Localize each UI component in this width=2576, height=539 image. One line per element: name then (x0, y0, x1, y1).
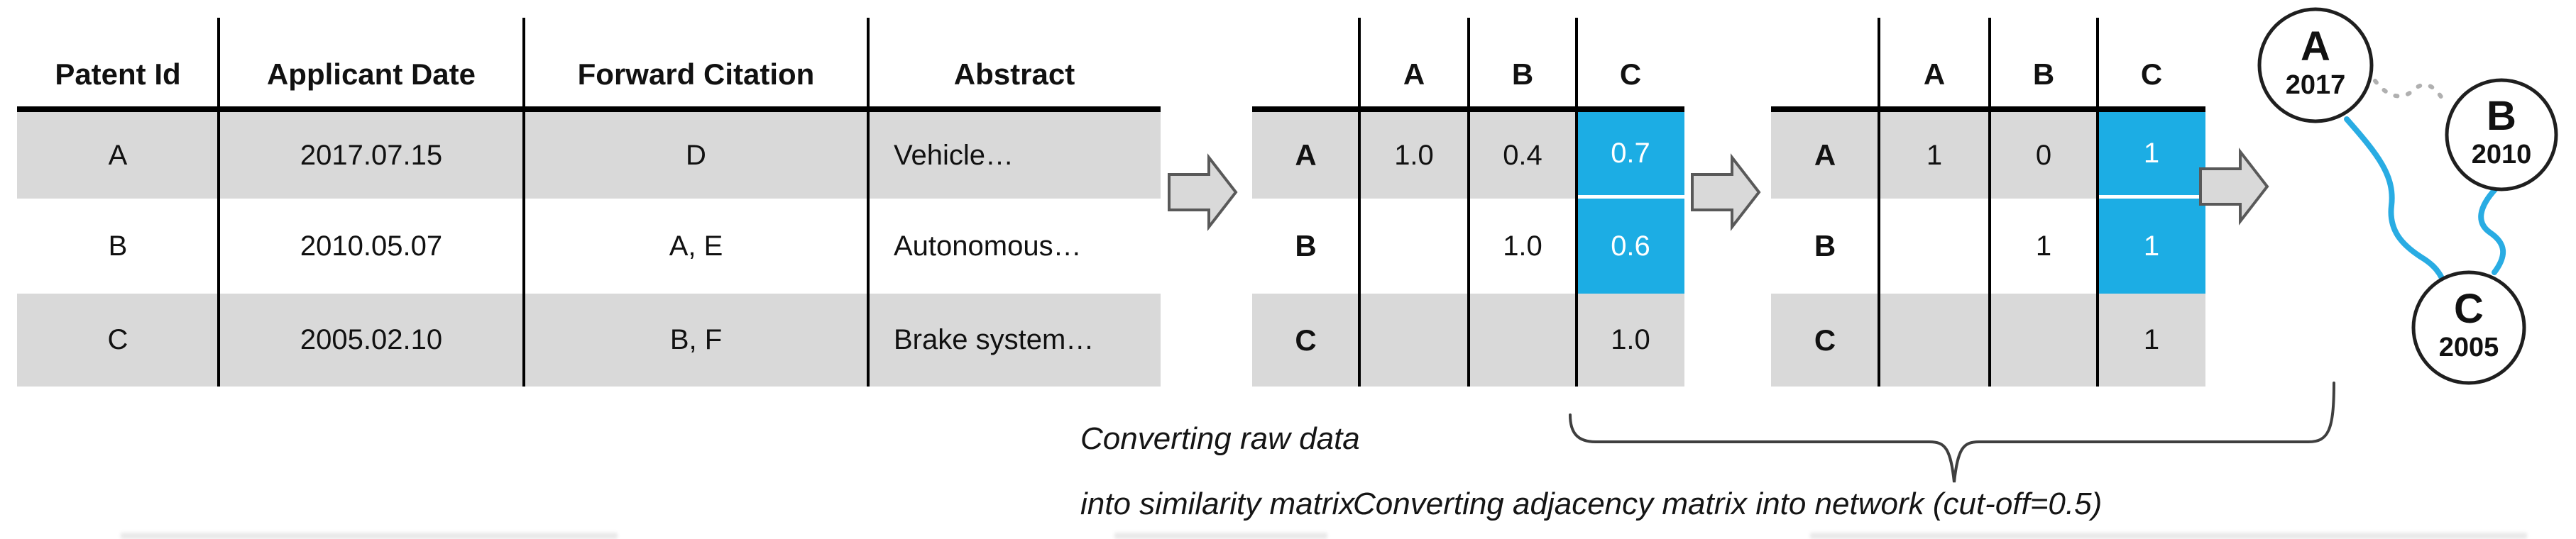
arrow-right-icon (1691, 153, 1761, 231)
node-label: A (2301, 23, 2330, 70)
column-header-patent-id: Patent Id (55, 57, 181, 91)
matrix-cell: 1.0 (1503, 230, 1542, 262)
column-divider (217, 18, 220, 387)
matrix-cell-highlighted: 1 (2098, 199, 2205, 294)
caption-network: Converting adjacency matrix into network… (1353, 487, 2103, 521)
matrix-col-header-b: B (2032, 57, 2055, 91)
matrix-cell-highlighted: 0.7 (1577, 112, 1684, 199)
node-label: C (2454, 286, 2484, 332)
arrow-right-icon (2199, 148, 2269, 226)
column-header-abstract: Abstract (953, 57, 1075, 91)
matrix-col-header-a: A (1923, 57, 1946, 91)
matrix-cell: 0 (1990, 112, 2098, 199)
column-divider (1988, 18, 1991, 387)
matrix-cell (1359, 199, 1469, 294)
matrix-corner-cell (1771, 43, 1879, 106)
matrix-col-header-b: B (1511, 57, 1534, 91)
raw-data-table: Patent Id Applicant Date Forward Citatio… (17, 18, 1161, 387)
matrix-col-header-c: C (1619, 57, 1642, 91)
cell-forward-citation: A, E (669, 230, 723, 262)
matrix-cell-highlighted: 1 (2098, 112, 2205, 199)
cropped-text-artifact (1114, 533, 1327, 539)
matrix-cell: 0.4 (1469, 112, 1577, 199)
cell-applicant-date: 2005.02.10 (219, 294, 524, 387)
cell-patent-id: B (108, 230, 128, 262)
matrix-cell (1879, 294, 1990, 387)
column-divider (1358, 18, 1361, 387)
similarity-matrix: A B C A 1.0 0.4 0.7 B 1.0 0.6 C 1.0 (1252, 18, 1684, 387)
adjacency-matrix: A B C A 1 0 1 B 1 1 C 1 (1771, 18, 2205, 387)
matrix-row-label: B (1814, 229, 1836, 262)
network-node-c: C 2005 (2411, 270, 2526, 385)
header-divider (17, 106, 1161, 112)
cell-abstract: Vehicle… (868, 112, 1161, 199)
matrix-cell: 1 (2098, 294, 2205, 387)
caption-similarity-line1: Converting raw data (1080, 421, 1360, 456)
node-year: 2017 (2286, 70, 2346, 100)
cell-patent-id: C (17, 294, 219, 387)
cropped-text-artifact (1810, 533, 2527, 539)
matrix-cell: 1.0 (1577, 294, 1684, 387)
node-label: B (2487, 93, 2516, 139)
matrix-row-label: C (1771, 294, 1879, 387)
matrix-corner-cell (1252, 43, 1359, 106)
cropped-text-artifact (121, 533, 618, 539)
column-header-applicant-date: Applicant Date (266, 57, 476, 91)
matrix-row-label: A (1252, 112, 1359, 199)
cell-patent-id: A (17, 112, 219, 199)
network-node-a: A 2017 (2257, 7, 2374, 123)
column-divider (1467, 18, 1470, 387)
matrix-cell (1469, 294, 1577, 387)
matrix-row-label: B (1295, 229, 1317, 262)
column-divider (1575, 18, 1578, 387)
edge-b-c (2478, 186, 2506, 275)
node-year: 2010 (2472, 140, 2532, 170)
arrow-right-icon (1168, 153, 1238, 231)
column-header-forward-citation: Forward Citation (577, 57, 815, 91)
cell-applicant-date: 2017.07.15 (219, 112, 524, 199)
column-divider (1878, 18, 1880, 387)
citation-network: A 2017 B 2010 C 2005 (2257, 7, 2558, 385)
network-node-b: B 2010 (2445, 78, 2558, 191)
matrix-cell: 1 (2035, 230, 2052, 262)
column-divider (2096, 18, 2099, 387)
cell-forward-citation: D (524, 112, 868, 199)
matrix-row-label: C (1252, 294, 1359, 387)
caption-similarity-line2: into similarity matrix (1080, 487, 1355, 521)
matrix-col-header-c: C (2140, 57, 2163, 91)
curly-brace (1569, 382, 2335, 483)
edge-a-c (2344, 116, 2445, 281)
matrix-cell: 1 (1879, 112, 1990, 199)
matrix-cell-highlighted: 0.6 (1577, 199, 1684, 294)
matrix-cell (1990, 294, 2098, 387)
matrix-row-label: A (1771, 112, 1879, 199)
matrix-cell: 1.0 (1359, 112, 1469, 199)
column-divider (867, 18, 870, 387)
node-year: 2005 (2439, 333, 2499, 362)
matrix-col-header-a: A (1403, 57, 1425, 91)
column-divider (522, 18, 525, 387)
cell-abstract: Brake system… (868, 294, 1161, 387)
cell-abstract: Autonomous… (894, 230, 1082, 262)
matrix-cell (1359, 294, 1469, 387)
cell-forward-citation: B, F (524, 294, 868, 387)
edge-a-b-dotted (2373, 79, 2448, 107)
matrix-cell (1879, 199, 1990, 294)
cell-applicant-date: 2010.05.07 (300, 230, 443, 262)
